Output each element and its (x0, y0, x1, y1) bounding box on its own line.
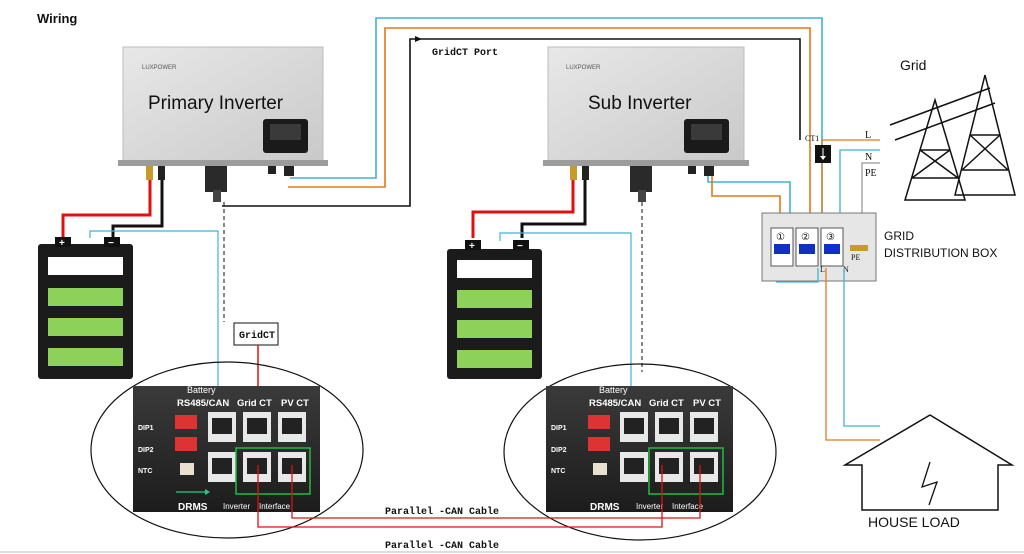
battery-right-plus: + (469, 241, 475, 252)
left-pvct-label: PV CT (281, 398, 309, 409)
battery-right-minus: − (517, 241, 523, 252)
primary-inverter-label: Primary Inverter (148, 93, 284, 114)
box-n-label: N (843, 265, 849, 274)
load-lines (776, 268, 880, 441)
right-inverter-label: Inverter (636, 502, 663, 511)
gridct-box-label: GridCT (239, 330, 275, 342)
right-interface-label: Interface (672, 502, 704, 511)
diagram-title: Wiring (37, 11, 77, 26)
gridct-arrow (415, 36, 422, 42)
left-ntc-label: NTC (138, 468, 152, 475)
sub-inverter: LUXPOWER Sub Inverter (543, 46, 749, 202)
right-dip2-label: DIP2 (551, 447, 567, 454)
right-pvct-label: PV CT (693, 398, 721, 409)
house-load-icon (842, 414, 1015, 511)
battery-cables (61, 180, 587, 238)
cable-label-2: Parallel -CAN Cable (385, 540, 499, 552)
breaker-1-label: ① (776, 232, 785, 243)
port-panel-left: Battery RS485/CAN Grid CT PV CT DIP1 DIP… (90, 361, 364, 539)
left-drms-label: DRMS (178, 502, 208, 513)
right-battery-label: Battery (599, 385, 628, 395)
house-load-label: HOUSE LOAD (868, 514, 960, 530)
primary-brand-logo: LUXPOWER (142, 65, 177, 71)
left-rs485-label: RS485/CAN (177, 398, 229, 409)
right-ntc-label: NTC (551, 468, 565, 475)
grid-label: Grid (900, 57, 926, 73)
left-gridct-label: Grid CT (237, 398, 272, 409)
battery-left-plus: + (59, 238, 65, 249)
ct1-label: CT1 (805, 134, 819, 143)
cable-label-1: Parallel -CAN Cable (385, 506, 499, 518)
gridct-box (233, 322, 279, 346)
breaker-3-label: ③ (826, 232, 835, 243)
breaker-2-label: ② (801, 232, 810, 243)
box-pe-label: PE (851, 253, 860, 262)
top-cables (222, 17, 823, 230)
right-dip1-label: DIP1 (551, 425, 567, 432)
grid-tower-icon (889, 74, 1016, 201)
parallel-can-cables (257, 465, 701, 528)
right-rs485-label: RS485/CAN (589, 398, 641, 409)
right-drms-label: DRMS (590, 502, 620, 513)
sub-brand-logo: LUXPOWER (566, 65, 601, 71)
battery-left-minus: − (108, 238, 114, 249)
grid-distribution-box: ① ② ③ PE L N (761, 212, 877, 282)
battery-left: + − (38, 237, 133, 379)
line-l-label: L (865, 130, 871, 141)
port-panel-right: Battery RS485/CAN Grid CT PV CT DIP1 DIP… (503, 363, 777, 541)
line-n-label: N (865, 152, 872, 163)
gridct-port-label: GridCT Port (432, 47, 498, 59)
left-dip2-label: DIP2 (138, 447, 154, 454)
line-pe-label: PE (865, 168, 877, 179)
left-inverter-label: Inverter (223, 502, 250, 511)
primary-inverter: LUXPOWER Primary Inverter (118, 46, 328, 202)
left-interface-label: Interface (259, 502, 291, 511)
sub-inverter-label: Sub Inverter (588, 93, 692, 114)
box-l-label: L (820, 265, 825, 274)
right-gridct-label: Grid CT (649, 398, 684, 409)
left-dip1-label: DIP1 (138, 425, 154, 432)
battery-comm-cables (89, 230, 632, 425)
battery-right: + − (447, 240, 542, 379)
left-battery-label: Battery (187, 385, 216, 395)
distribution-label-2: DISTRIBUTION BOX (884, 246, 997, 260)
distribution-label-1: GRID (884, 229, 914, 243)
